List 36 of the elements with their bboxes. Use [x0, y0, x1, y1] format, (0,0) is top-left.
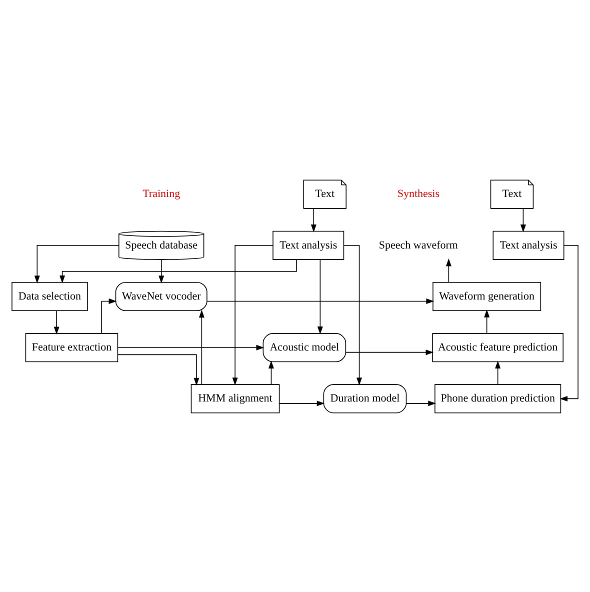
node-box: Text analysis — [492, 230, 564, 260]
arrow — [520, 208, 526, 232]
arrow — [101, 298, 117, 334]
arrow — [158, 258, 164, 284]
arrow — [344, 244, 362, 385]
node-box: Text analysis — [272, 230, 344, 260]
arrow — [446, 258, 452, 282]
node-box: Data selection — [12, 281, 88, 311]
arrow — [268, 360, 274, 384]
arrow — [484, 308, 490, 334]
node-box: Waveform generation — [432, 281, 542, 311]
arrow — [232, 244, 274, 385]
arrow — [406, 400, 436, 406]
arrow — [279, 400, 325, 406]
arrow — [560, 244, 578, 401]
arrow — [34, 244, 119, 283]
arrow — [118, 344, 264, 350]
node-box: Acoustic model — [262, 332, 346, 362]
arrow — [346, 349, 434, 355]
arrow — [60, 258, 297, 283]
label: Training — [142, 188, 180, 200]
node-box: WaveNet vocoder — [115, 281, 208, 311]
node-box: HMM alignment — [190, 384, 280, 413]
arrow — [117, 354, 200, 386]
label: Synthesis — [397, 188, 440, 200]
arrow — [310, 208, 316, 232]
node-text: Speech waveform — [378, 238, 458, 251]
arrow — [54, 310, 60, 334]
node-box: Feature extraction — [25, 332, 118, 362]
arrow — [198, 309, 204, 384]
arrow — [206, 298, 434, 304]
node-box: Duration model — [323, 384, 407, 413]
node-box: Acoustic feature prediction — [432, 332, 564, 362]
arrow — [317, 258, 323, 334]
arrow — [495, 360, 501, 384]
node-box: Phone duration prediction — [434, 384, 562, 413]
